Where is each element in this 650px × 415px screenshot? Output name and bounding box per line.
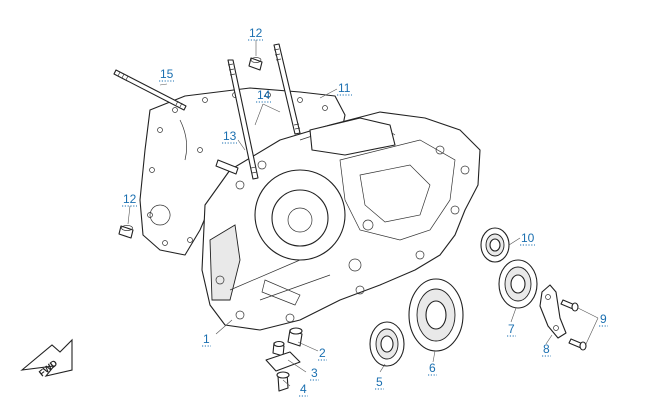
bearing-10 — [480, 227, 510, 263]
callout-2[interactable]: 2 — [318, 346, 327, 361]
callout-14-label[interactable]: 14 — [257, 88, 271, 102]
bearing-5 — [369, 321, 405, 367]
callout-6-label[interactable]: 6 — [429, 361, 436, 375]
callout-13[interactable]: 13 — [222, 129, 237, 144]
callout-1-label[interactable]: 1 — [203, 332, 210, 346]
callout-4[interactable]: 4 — [299, 382, 308, 397]
bearing-7 — [498, 259, 538, 309]
short-stud-13 — [215, 159, 239, 175]
callout-11[interactable]: 11 — [337, 81, 352, 96]
callout-12-upper[interactable]: 12 — [248, 26, 263, 41]
callout-14[interactable]: 14 — [256, 88, 271, 103]
screw-9-lower — [568, 338, 587, 351]
crankcase-half — [201, 111, 481, 331]
callout-12-upper-label[interactable]: 12 — [249, 26, 263, 40]
callout-1[interactable]: 1 — [202, 332, 211, 347]
long-stud-15 — [113, 69, 187, 111]
screw-9-upper — [560, 299, 579, 312]
bearing-retainer-8 — [539, 284, 567, 339]
dowel-pin-upper — [248, 57, 263, 71]
callout-3[interactable]: 3 — [310, 366, 319, 381]
callout-9-label[interactable]: 9 — [600, 312, 607, 326]
callout-15-label[interactable]: 15 — [160, 67, 174, 81]
callout-7[interactable]: 7 — [507, 322, 516, 337]
plug-2 — [287, 327, 303, 347]
callout-9[interactable]: 9 — [599, 312, 608, 327]
callout-15[interactable]: 15 — [159, 67, 174, 82]
callout-13-label[interactable]: 13 — [223, 129, 237, 143]
callout-8[interactable]: 8 — [542, 342, 551, 357]
callout-7-label[interactable]: 7 — [508, 322, 515, 336]
leader-lines — [127, 40, 599, 387]
callout-8-label[interactable]: 8 — [543, 342, 550, 356]
bolt-4 — [276, 371, 290, 392]
callout-2-label[interactable]: 2 — [319, 346, 326, 360]
gasket-3 — [265, 351, 301, 372]
bearing-6 — [408, 278, 464, 352]
forward-arrow-icon: FWD — [20, 338, 73, 378]
dowel-pin-lower — [118, 225, 134, 239]
callout-6[interactable]: 6 — [428, 361, 437, 376]
callout-5-label[interactable]: 5 — [376, 375, 383, 389]
stud-bolts — [227, 43, 301, 180]
callout-10[interactable]: 10 — [520, 231, 535, 246]
callout-5[interactable]: 5 — [375, 375, 384, 390]
callout-4-label[interactable]: 4 — [300, 382, 307, 396]
callout-12-lower[interactable]: 12 — [122, 192, 137, 207]
callout-3-label[interactable]: 3 — [311, 366, 318, 380]
callout-12-lower-label[interactable]: 12 — [123, 192, 137, 206]
callout-10-label[interactable]: 10 — [521, 231, 535, 245]
plug-2b — [272, 340, 285, 357]
callout-11-label[interactable]: 11 — [338, 81, 351, 95]
